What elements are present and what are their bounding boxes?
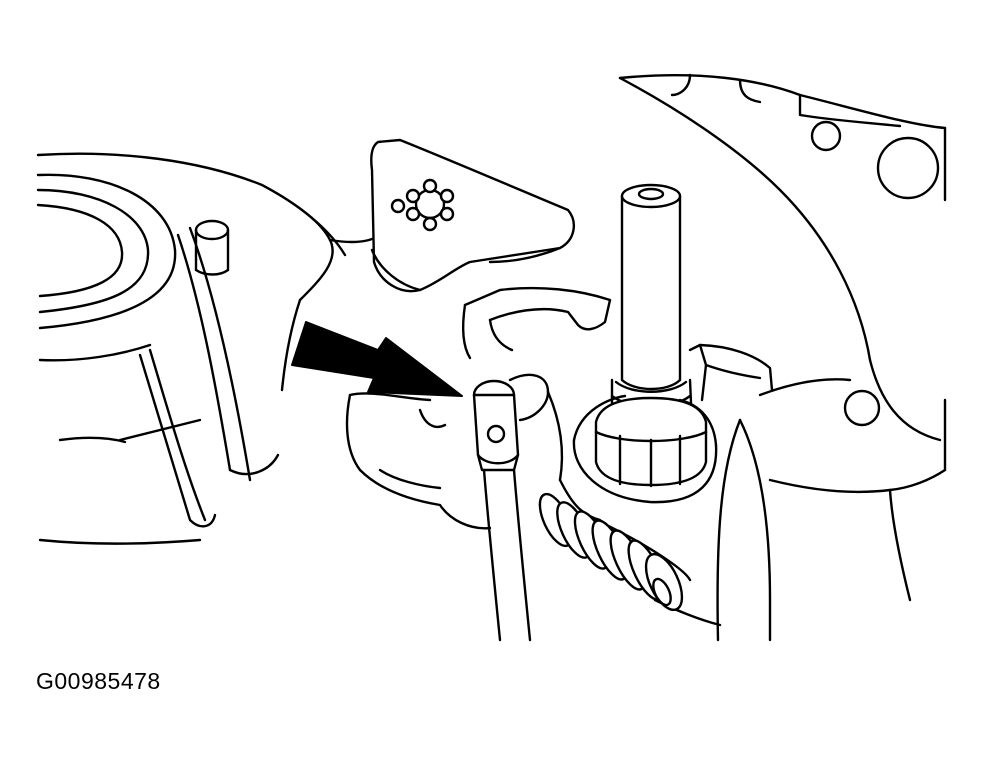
shaft-assembly bbox=[572, 183, 774, 504]
cable-assembly bbox=[345, 373, 602, 642]
figure-id-label: G00985478 bbox=[36, 668, 161, 694]
right-case bbox=[618, 73, 947, 642]
arrow-icon bbox=[291, 321, 463, 397]
left-housing bbox=[36, 152, 382, 545]
spring bbox=[538, 492, 722, 627]
lever-plate bbox=[370, 138, 612, 360]
